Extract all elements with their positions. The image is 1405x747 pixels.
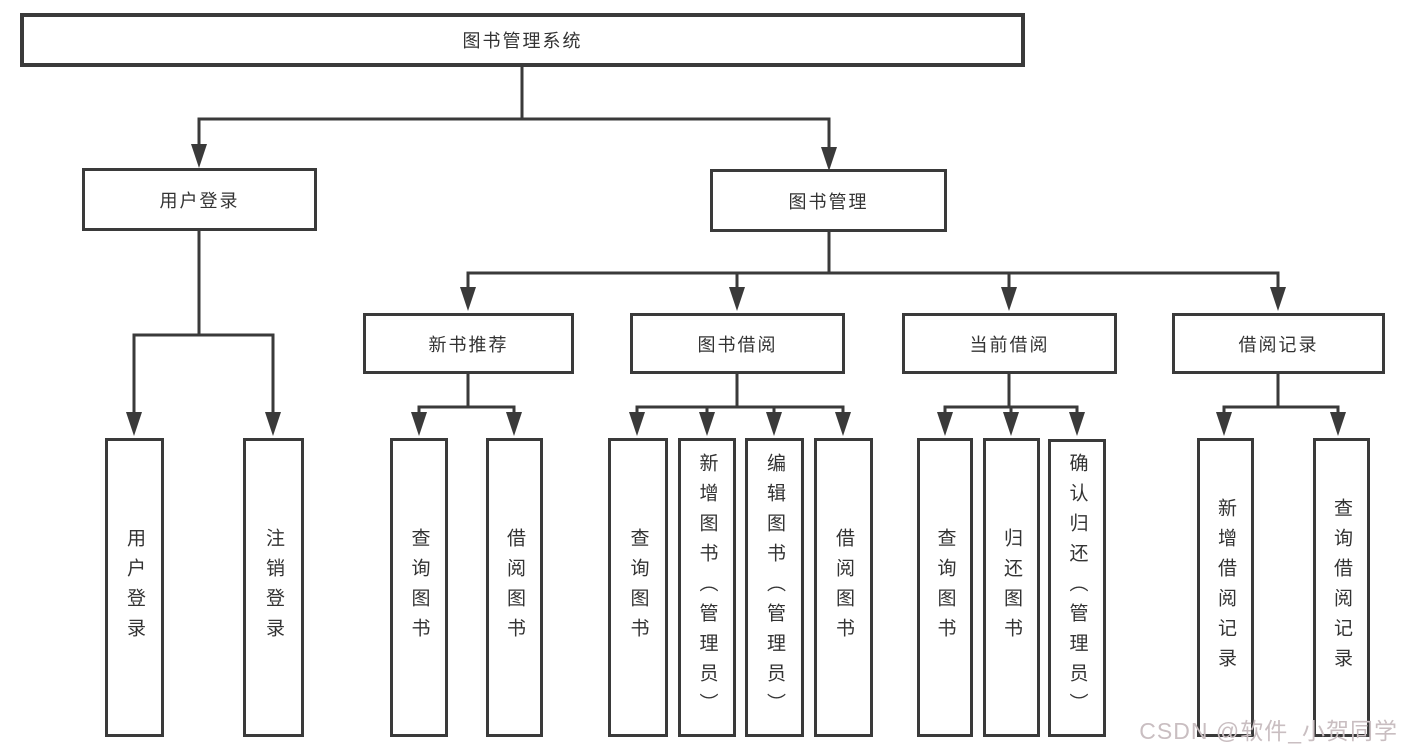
node-label: 用户登录	[124, 527, 145, 648]
node-label: 借阅图书	[833, 527, 854, 648]
leaf-query-books-current: 查询图书	[917, 438, 973, 737]
leaf-add-book-admin: 新增图书（管理员）	[678, 438, 736, 737]
leaf-query-borrow-record: 查询借阅记录	[1313, 438, 1370, 737]
node-label: 用户登录	[159, 190, 240, 211]
csdn-watermark: CSDN @软件_小贺同学	[1139, 718, 1398, 744]
node-label: 借阅图书	[504, 527, 525, 648]
node-book-management: 图书管理	[710, 169, 947, 232]
node-label: 图书管理	[788, 191, 869, 212]
node-label: 注销登录	[263, 527, 284, 648]
node-label: 图书管理系统	[462, 31, 583, 51]
node-label: 查询借阅记录	[1331, 497, 1352, 678]
node-label: 确认归还（管理员）	[1066, 453, 1088, 723]
node-label: 新书推荐	[428, 334, 509, 355]
tree-edges	[132, 67, 1340, 416]
node-new-book-recommend: 新书推荐	[363, 313, 574, 374]
leaf-return-books: 归还图书	[983, 438, 1040, 737]
leaf-query-books-recommend: 查询图书	[390, 438, 448, 737]
node-library-system: 图书管理系统	[20, 13, 1025, 67]
node-book-borrowing: 图书借阅	[630, 313, 845, 374]
node-label: 借阅记录	[1238, 334, 1319, 355]
leaf-edit-book-admin: 编辑图书（管理员）	[745, 438, 804, 737]
node-label: 新增借阅记录	[1215, 497, 1236, 678]
node-label: 归还图书	[1001, 527, 1022, 648]
node-label: 当前借阅	[969, 334, 1050, 355]
node-label: 编辑图书（管理员）	[764, 452, 785, 723]
leaf-query-books-borrowing: 查询图书	[608, 438, 668, 737]
leaf-borrow-books: 借阅图书	[814, 438, 873, 737]
arrowheads	[126, 144, 1346, 436]
node-borrowing-records: 借阅记录	[1172, 313, 1385, 374]
leaf-logout: 注销登录	[243, 438, 304, 737]
node-current-borrowing: 当前借阅	[902, 313, 1117, 374]
leaf-add-borrow-record: 新增借阅记录	[1197, 438, 1254, 737]
node-label: 查询图书	[627, 527, 649, 648]
node-label: 图书借阅	[697, 334, 778, 355]
node-label: 查询图书	[408, 527, 430, 648]
leaf-borrow-books-recommend: 借阅图书	[486, 438, 543, 737]
node-label: 查询图书	[934, 527, 956, 648]
node-label: 新增图书（管理员）	[696, 452, 718, 723]
node-user-login: 用户登录	[82, 168, 317, 231]
leaf-confirm-return-admin: 确认归还（管理员）	[1048, 439, 1106, 737]
leaf-user-login: 用户登录	[105, 438, 164, 737]
